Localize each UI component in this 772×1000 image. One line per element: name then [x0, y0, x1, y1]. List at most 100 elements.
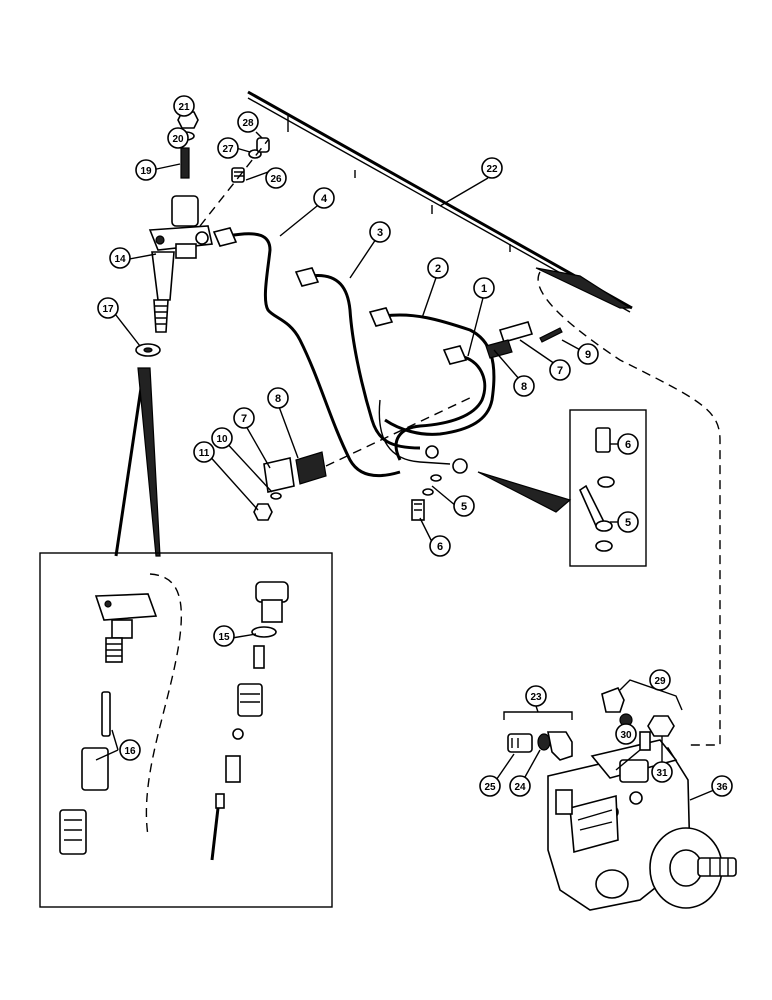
callout-circle: [479, 775, 501, 797]
callout-label: 27: [222, 144, 234, 155]
clamp-pad-lower: [295, 451, 327, 485]
callout-c1: 1: [473, 277, 495, 299]
callout-label: 3: [377, 227, 383, 239]
callout-circle: [453, 495, 475, 517]
callout-circle: [549, 359, 571, 381]
callout-c4: 4: [313, 187, 335, 209]
callout-circle: [369, 221, 391, 243]
callout-c27: 27: [217, 137, 239, 159]
callout-label: 8: [521, 381, 527, 393]
callout-circle: [473, 277, 495, 299]
inset-pointer-left: [114, 367, 146, 557]
callout-circle: [711, 775, 733, 797]
callout-circle: [213, 625, 235, 647]
callout-circle: [167, 127, 189, 149]
callout-label: 20: [172, 134, 184, 145]
callout-c2: 2: [427, 257, 449, 279]
callout-c6b: 6: [617, 433, 639, 455]
injector-assembly: [148, 195, 213, 333]
callout-c16: 16: [119, 739, 141, 761]
callout-circle: [617, 511, 639, 533]
callout-c23: 23: [525, 685, 547, 707]
callout-circle: [119, 739, 141, 761]
callout-label: 19: [140, 166, 152, 177]
callout-label: 24: [514, 782, 526, 793]
callout-c7b: 7: [233, 407, 255, 429]
callout-c9: 9: [577, 343, 599, 365]
callout-label: 36: [716, 782, 728, 793]
callout-layer: 1234556677889101114151617192021222324252…: [97, 95, 733, 797]
callout-label: 30: [620, 730, 632, 741]
callout-circle: [135, 159, 157, 181]
callout-label: 8: [275, 393, 281, 405]
callout-circle: [267, 387, 289, 409]
leak-off-routing-line: [537, 271, 721, 746]
callout-c14: 14: [109, 247, 131, 269]
callout-circle: [109, 247, 131, 269]
return-nut: [647, 715, 675, 737]
callout-circle: [211, 427, 233, 449]
callout-c5a: 5: [453, 495, 475, 517]
clamp-alignment-line: [325, 395, 475, 467]
callout-label: 31: [656, 768, 668, 779]
callout-circle: [525, 685, 547, 707]
clamp-nut: [253, 503, 273, 521]
banjo-bolt-lower: [411, 499, 425, 521]
callout-circle: [577, 343, 599, 365]
callout-label: 6: [625, 439, 631, 451]
callout-circle: [513, 375, 535, 397]
callout-c8b: 8: [267, 387, 289, 409]
callout-label: 22: [486, 164, 498, 175]
callout-circle: [233, 407, 255, 429]
callout-c10: 10: [211, 427, 233, 449]
callout-label: 17: [102, 304, 114, 315]
callout-label: 5: [625, 517, 631, 529]
callout-c5b: 5: [617, 511, 639, 533]
injector-stud: [180, 147, 190, 179]
callout-label: 5: [461, 501, 467, 513]
clamp-bolt: [539, 327, 563, 343]
callout-c19: 19: [135, 159, 157, 181]
callout-label: 7: [557, 365, 563, 377]
copper-washers: [422, 474, 442, 496]
return-elbow: [601, 686, 625, 713]
callout-c31: 31: [651, 761, 673, 783]
callout-circle: [615, 723, 637, 745]
clamp-plate-lower: [263, 457, 295, 493]
pump-inlet-fitting: [507, 733, 533, 753]
callout-c21: 21: [173, 95, 195, 117]
callout-circle: [193, 441, 215, 463]
clamp-plate-upper: [498, 321, 534, 343]
callout-circle: [217, 137, 239, 159]
callout-label: 14: [114, 254, 126, 265]
callout-label: 21: [178, 102, 190, 113]
injector-seal-washer: [135, 343, 161, 357]
leak-off-pipe: [247, 90, 633, 313]
callout-c7a: 7: [549, 359, 571, 381]
callout-label: 6: [437, 541, 443, 553]
washer-detail-inset: [477, 409, 647, 567]
callout-c22: 22: [481, 157, 503, 179]
callout-circle: [265, 167, 287, 189]
callout-c24: 24: [509, 775, 531, 797]
callout-circle: [237, 111, 259, 133]
lock-washer: [270, 492, 282, 500]
callout-label: 25: [484, 782, 496, 793]
callout-label: 11: [199, 448, 210, 459]
callout-c30: 30: [615, 723, 637, 745]
callout-label: 23: [530, 692, 542, 703]
callout-circle: [617, 433, 639, 455]
callout-c36: 36: [711, 775, 733, 797]
injector-connection-line: [199, 139, 269, 227]
callout-c8a: 8: [513, 375, 535, 397]
callout-circle: [481, 157, 503, 179]
callout-c28: 28: [237, 111, 259, 133]
callout-c6a: 6: [429, 535, 451, 557]
callout-label: 7: [241, 413, 247, 425]
inlet-elbow: [547, 731, 573, 761]
callout-label: 9: [585, 349, 591, 361]
injection-lines: [212, 227, 496, 478]
callout-c20: 20: [167, 127, 189, 149]
callout-label: 10: [216, 434, 228, 445]
